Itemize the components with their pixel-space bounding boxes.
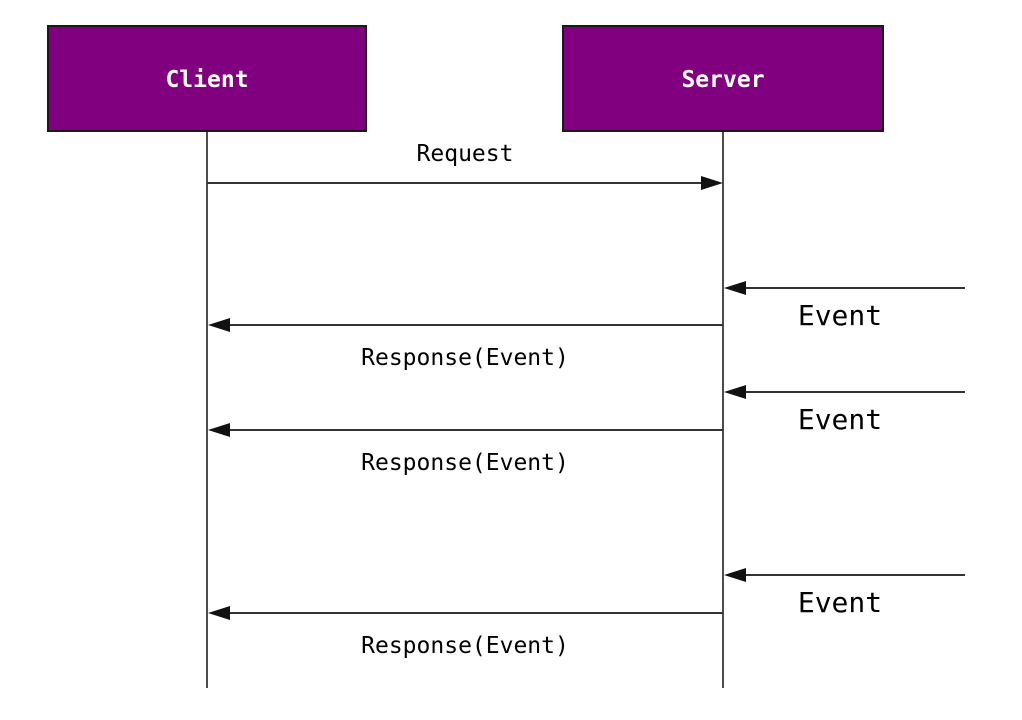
arrowhead-left-icon	[208, 423, 230, 437]
message-label-response-2: Response(Event)	[361, 450, 569, 476]
message-label-response-1: Response(Event)	[361, 345, 569, 371]
participant-client-label: Client	[165, 67, 248, 93]
participant-server-box	[562, 25, 884, 132]
message-label-response-3: Response(Event)	[361, 633, 569, 659]
arrowhead-right-icon	[701, 176, 723, 190]
participant-server-label: Server	[681, 67, 764, 93]
arrowhead-left-icon	[724, 568, 746, 582]
arrowhead-left-icon	[208, 318, 230, 332]
message-label-event-3: Event	[798, 586, 882, 619]
participant-client-box	[47, 25, 367, 132]
arrowhead-left-icon	[208, 606, 230, 620]
arrowhead-left-icon	[724, 281, 746, 295]
message-label-request: Request	[417, 141, 514, 167]
message-label-event-1: Event	[798, 299, 882, 332]
message-label-event-2: Event	[798, 403, 882, 436]
arrowhead-left-icon	[724, 385, 746, 399]
